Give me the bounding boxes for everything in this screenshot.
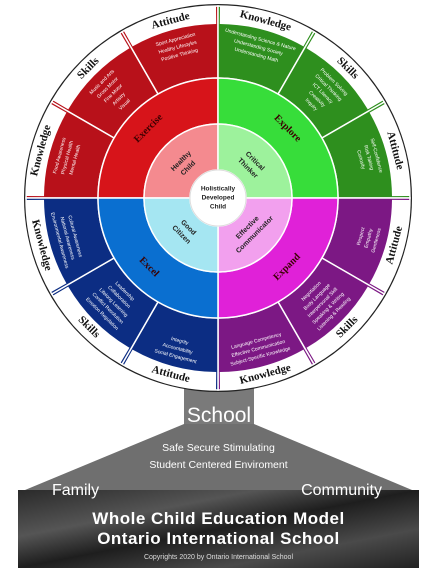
outer-item: Respect bbox=[356, 226, 367, 246]
outer-label-band bbox=[306, 32, 384, 110]
outer-label-band bbox=[369, 103, 410, 197]
outer-label-band bbox=[219, 349, 313, 390]
outer-label-band bbox=[369, 199, 410, 293]
copyright-text: Copyrights 2020 by Ontario International… bbox=[143, 554, 294, 561]
school-pillar bbox=[184, 388, 254, 424]
environment-tagline-1: Safe Secure Stimulating bbox=[162, 442, 275, 454]
outer-item: Integrity bbox=[170, 336, 189, 347]
center-label-line1: Holistically bbox=[201, 186, 236, 193]
outer-item: Empathy bbox=[364, 228, 375, 249]
school-label: School bbox=[186, 404, 252, 427]
outer-label-band bbox=[306, 286, 384, 364]
outer-label-band bbox=[52, 32, 130, 110]
outer-label-band bbox=[123, 6, 217, 47]
outer-label-band bbox=[26, 199, 67, 293]
outer-label-band bbox=[219, 6, 313, 47]
center-label-line3: Child bbox=[210, 204, 226, 211]
environment-trapezoid bbox=[25, 424, 412, 490]
center-label-line2: Developed bbox=[202, 195, 235, 202]
outer-item: Curiosity bbox=[355, 150, 366, 171]
family-label: Family bbox=[52, 482, 100, 499]
outer-label-band bbox=[26, 103, 67, 197]
outer-label-band bbox=[123, 349, 217, 390]
base-plinth bbox=[18, 490, 419, 568]
model-title: Whole Child Education Model bbox=[92, 509, 345, 528]
center-circle bbox=[189, 169, 247, 227]
school-name: Ontario International School bbox=[97, 529, 340, 548]
community-label: Community bbox=[301, 482, 382, 499]
outer-label-band bbox=[52, 286, 130, 364]
environment-tagline-2: Student Centered Enviroment bbox=[149, 459, 288, 471]
